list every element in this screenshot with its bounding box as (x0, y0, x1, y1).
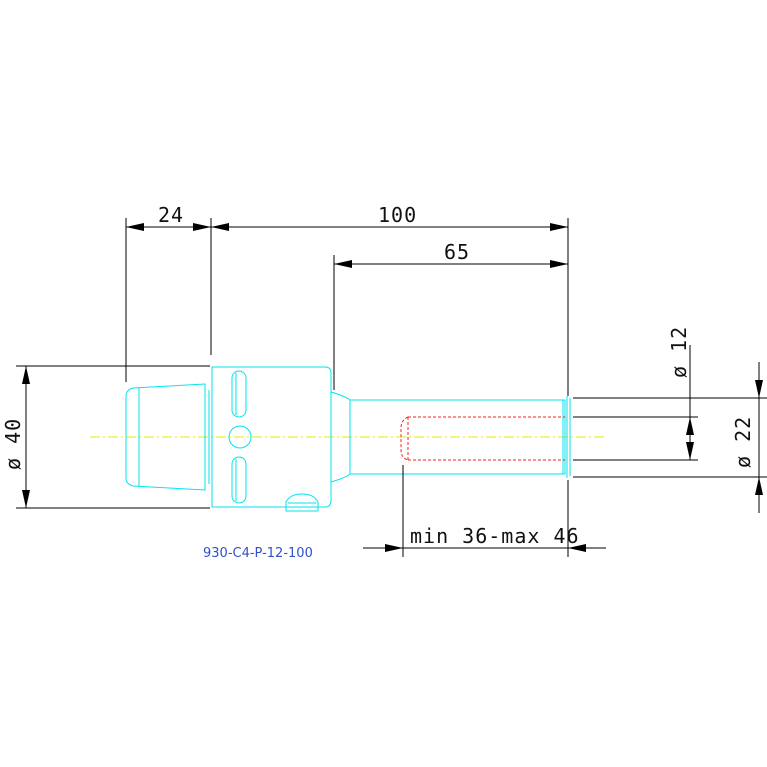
dim-dia22-text: ø 22 (731, 416, 755, 468)
dim-dia22 (573, 362, 767, 513)
part-code-label: 930-C4-P-12-100 (203, 546, 313, 561)
dim-24 (125, 218, 212, 382)
dim-dia40-text: ø 40 (1, 418, 25, 470)
dim-65 (333, 255, 568, 390)
dim-depth-text: min 36-max 46 (410, 524, 580, 548)
dim-100-text: 100 (378, 203, 417, 227)
dim-depth (363, 465, 606, 557)
dim-65-text: 65 (444, 240, 470, 264)
dim-dia12-text: ø 12 (667, 326, 691, 378)
dim-dia12 (573, 345, 698, 461)
dim-24-text: 24 (158, 203, 184, 227)
part-outline (125, 366, 571, 512)
dim-dia40 (16, 365, 210, 509)
hidden-bore (400, 416, 565, 461)
dim-100 (211, 218, 569, 396)
